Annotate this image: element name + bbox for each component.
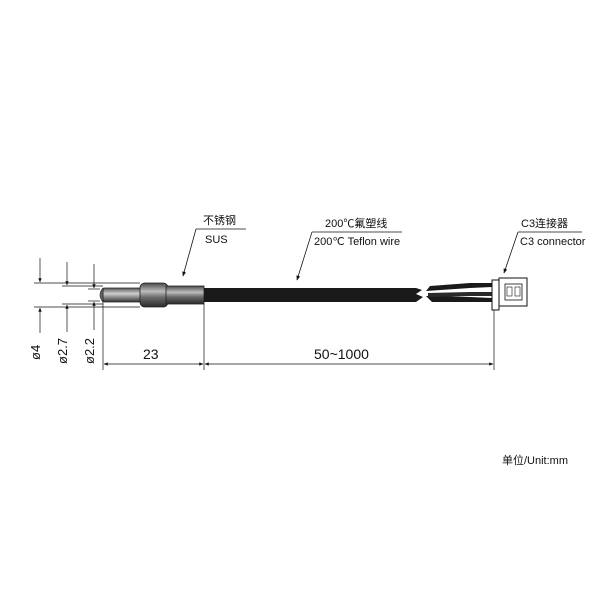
connector-label-cn: C3连接器 — [521, 217, 568, 230]
wire-label-cn: 200℃氟塑线 — [325, 216, 387, 230]
dim-probe-length: 23 — [143, 346, 159, 362]
dim-d22: ø2.2 — [82, 338, 97, 364]
c3-connector — [491, 277, 528, 311]
callout-sus: 不锈钢 SUS — [182, 214, 246, 277]
connector-label-en: C3 connector — [520, 236, 586, 248]
probe-tip — [99, 287, 144, 303]
stainless-sleeve — [139, 282, 205, 308]
diameter-dimensions — [34, 258, 140, 333]
dim-d4: ø4 — [28, 345, 43, 360]
wire-label-en: 200℃ Teflon wire — [314, 236, 400, 248]
teflon-cable — [204, 283, 492, 302]
dim-wire-length: 50~1000 — [314, 346, 369, 362]
callout-wire: 200℃氟塑线 200℃ Teflon wire — [296, 216, 402, 281]
sus-label-cn: 不锈钢 — [203, 214, 236, 227]
unit-note: 单位/Unit:mm — [502, 455, 568, 467]
callout-connector: C3连接器 C3 connector — [503, 217, 586, 274]
length-dimensions — [102, 300, 495, 370]
sus-label-en: SUS — [205, 234, 228, 246]
dim-d27: ø2.7 — [55, 338, 70, 364]
